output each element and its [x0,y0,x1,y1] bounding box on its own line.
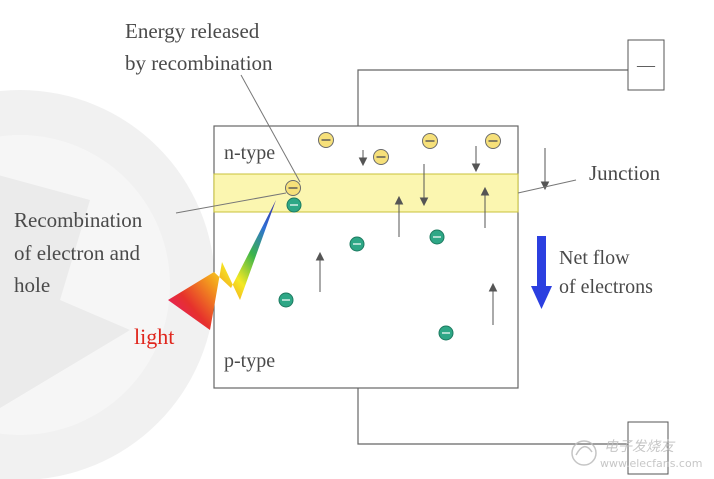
p-type-label: p-type [224,350,275,372]
net-flow-arrow [531,236,552,309]
circuit-wires [357,69,628,445]
motion-arrows [315,146,550,325]
light-zigzag [168,200,276,330]
arrow-up [480,186,490,228]
junction-region [213,173,519,213]
background-watermark [0,90,215,479]
hole [429,229,445,245]
n-type-label: n-type [224,142,275,164]
hole [349,236,365,252]
hole [278,292,294,308]
light-label: light [134,324,174,349]
net-flow-label-line1: Net flow [559,247,630,269]
terminal-bottom [627,421,669,475]
arrow-up [315,251,325,292]
net-flow-label-line2: of electrons [559,276,653,298]
arrow-down [471,146,481,173]
arrow-down [358,150,368,167]
arrow-up [488,282,498,325]
arrow-down [419,164,429,207]
leader-lines [175,74,577,214]
electron [484,132,502,150]
arrow-up [394,195,404,237]
semiconductor-block [213,125,519,389]
hole [438,325,454,341]
watermark-text: 电子发烧友 [604,439,676,455]
electron [284,179,302,197]
arrow-down [540,148,550,191]
hole [286,197,302,213]
terminal-top [627,39,665,91]
energy-label-line1: Energy released [125,19,260,43]
junction-label: Junction [589,161,661,185]
electron [421,132,439,150]
terminal-top-label: — [636,55,656,75]
electron [372,148,390,166]
recombination-label-line1: Recombination [14,208,143,232]
recombination-label-line3: hole [14,273,50,297]
watermark-url: www.elecfans.com [600,457,702,470]
watermark-logo: 电子发烧友 www.elecfans.com [571,439,702,470]
recombination-label-line2: of electron and [14,241,140,265]
electron [317,131,335,149]
energy-label-line2: by recombination [125,51,273,75]
